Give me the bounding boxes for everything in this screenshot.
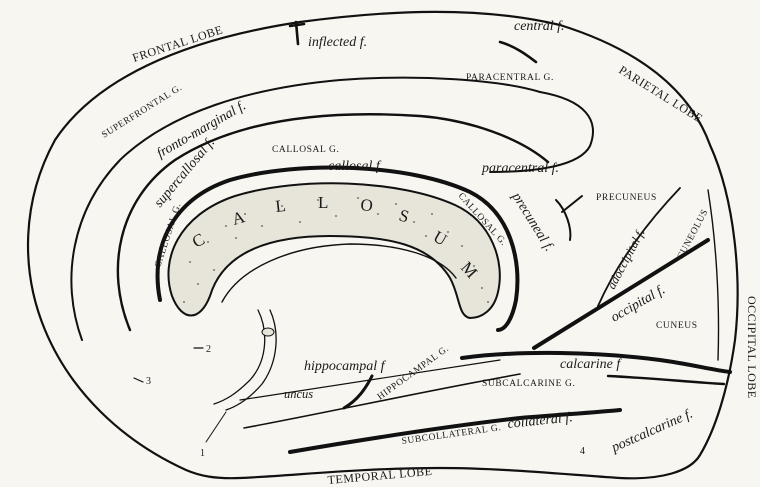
inflected-fissure-label: inflected f. [308,35,367,50]
paracentral-fissure-label: paracentral f. [481,161,559,176]
corpus-callosum [168,183,499,318]
superfrontal-gyrus-label: SUPERFRONTAL G. [100,83,184,141]
number-label: 1 [200,448,205,459]
inflected-fissure [290,22,304,44]
corpus-letter: L [274,196,286,216]
number-label: 3 [146,376,151,387]
occipital-lobe-label: OCCIPITAL LOBE [745,296,759,399]
parietal-lobe-label: PARIETAL LOBE [616,63,705,126]
calcarine-fissure-label: calcarine f [560,357,622,372]
callosal-gyrus-top-label: CALLOSAL G. [272,145,339,155]
label-pointer-1 [206,412,226,442]
corpus-letter: L [318,193,328,212]
precuneal-fissure-label: precuneal f. [508,189,556,254]
temporal-lobe-label: TEMPORAL LOBE [327,464,433,487]
uncus-label: uncus [284,387,313,401]
paracentral-gyrus-label: PARACENTRAL G. [466,73,554,83]
postcalcarine-fissure-label: postcalcarine f. [609,407,696,457]
number-3-tick [134,378,143,382]
number-label: 4 [580,446,585,457]
paracentral-fissure [490,92,593,172]
postcalcarine-fissure [608,376,724,384]
frontal-lobe-label: FRONTAL LOBE [131,22,225,64]
number-label: 2 [206,344,211,355]
precuneus-label: PRECUNEUS [596,193,657,203]
collateral-fissure-label: collateral f. [507,410,574,432]
callosal-fissure-label: callosal f. [328,159,383,174]
cuneolus-label: CUNEOLUS [676,208,711,262]
mammillary-body [262,328,274,336]
occipital-pole-line [708,190,719,360]
cuneus-label: CUNEUS [656,321,698,331]
subcalcarine-gyrus-label: SUBCALCARINE G. [482,379,575,389]
corpus-letter: O [360,195,374,215]
fornix [222,244,456,302]
central-fissure [500,42,536,62]
central-fissure-label: central f. [514,19,565,34]
hippocampal-fissure-label: hippocampal f [304,359,387,374]
precuneal-fissure [556,196,582,240]
